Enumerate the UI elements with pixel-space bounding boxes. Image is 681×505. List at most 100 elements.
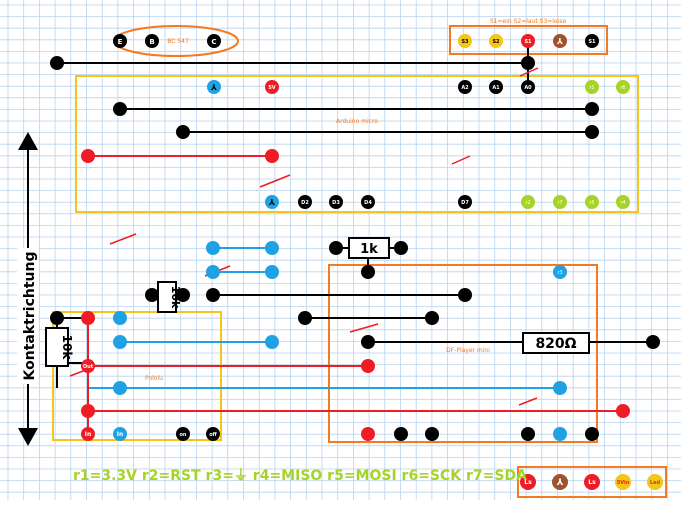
- pad: [647, 474, 663, 490]
- pin-label: D2: [301, 200, 309, 206]
- pin-label: D4: [364, 200, 372, 206]
- pin-label: Ls: [588, 479, 596, 486]
- arduino-title: Arduino micro: [336, 118, 378, 125]
- pad: [394, 241, 408, 255]
- pad: [615, 474, 631, 490]
- pin-label: r6: [620, 85, 625, 91]
- pin-label: 5V: [268, 85, 275, 91]
- pad: [50, 311, 64, 325]
- track-cut: [109, 233, 137, 245]
- pin-label: In: [117, 431, 124, 438]
- resistor-10k-lower: [45, 327, 69, 367]
- switch-legend: S1=ein S2=laut S3=leise: [490, 18, 567, 25]
- pad: [113, 427, 127, 441]
- pad: [145, 288, 159, 302]
- pad: [616, 404, 630, 418]
- pololu-title: Pololu: [145, 375, 163, 382]
- pad: [81, 404, 95, 418]
- pin-label: r1: [589, 85, 594, 91]
- resistor-820: [522, 332, 590, 354]
- pad: [425, 311, 439, 325]
- ground-icon: ⅄: [556, 478, 564, 488]
- pad: [81, 311, 95, 325]
- pad: [585, 427, 599, 441]
- pad: [329, 195, 343, 209]
- pad: [207, 80, 221, 94]
- pad: [265, 241, 279, 255]
- dfplayer-outline: [328, 264, 598, 443]
- ground-icon: ⅄: [210, 83, 217, 92]
- pin-label: B: [149, 38, 154, 46]
- pad: [425, 427, 439, 441]
- speaker-block-outline: [517, 466, 667, 498]
- pad: [113, 381, 127, 395]
- pad: [521, 427, 535, 441]
- ground-icon: ⅄: [556, 37, 563, 46]
- arduino-outline: [75, 75, 639, 213]
- pad: [521, 80, 535, 94]
- pad: [489, 80, 503, 94]
- pin-label: 5Vin: [617, 480, 630, 486]
- pad: [553, 265, 567, 279]
- pad: [361, 359, 375, 373]
- direction-arrow-down-icon: [18, 428, 38, 446]
- pin-label: D3: [332, 200, 340, 206]
- pad: [616, 80, 630, 94]
- pin-label: A2: [461, 85, 469, 91]
- pad: [458, 288, 472, 302]
- pad: [265, 80, 279, 94]
- pin-label: S3: [461, 39, 469, 45]
- pad: [206, 288, 220, 302]
- pin-legend: r1=3.3V r2=RST r3=⏚ r4=MISO r5=MOSI r6=S…: [73, 468, 527, 484]
- direction-label: Kontaktrichtung: [22, 252, 38, 381]
- pad: [81, 149, 95, 163]
- pad: [585, 195, 599, 209]
- pin-label: Ls: [524, 479, 532, 486]
- pin-label: D7: [461, 200, 469, 206]
- track-cut: [519, 67, 539, 77]
- pad: [265, 335, 279, 349]
- pin-label: off: [209, 432, 217, 438]
- pin-label: E: [118, 38, 123, 46]
- pad: [585, 125, 599, 139]
- transistor-label: BC 547: [167, 38, 189, 45]
- pad: [646, 335, 660, 349]
- pin-label: S1: [524, 39, 532, 45]
- pad: [585, 80, 599, 94]
- pin-label: A1: [492, 85, 500, 91]
- pad: [50, 56, 64, 70]
- pad: [521, 56, 535, 70]
- dfplayer-title: DF-Player mini: [446, 347, 490, 354]
- pad: [585, 102, 599, 116]
- pad: [616, 195, 630, 209]
- pin-label: Led: [650, 480, 661, 486]
- pad: [265, 265, 279, 279]
- pin-label: r5: [589, 200, 594, 206]
- pin-label: on: [180, 432, 187, 438]
- pin-label: C: [211, 38, 216, 46]
- track-cut: [451, 155, 471, 165]
- pad: [113, 102, 127, 116]
- resistors: 1k 10k 10k 820Ω: [45, 237, 590, 367]
- pad: [265, 149, 279, 163]
- pad: [521, 195, 535, 209]
- pad: [394, 427, 408, 441]
- pad: [298, 311, 312, 325]
- resistor-1k-label: 1k: [360, 242, 378, 257]
- pad: [113, 311, 127, 325]
- resistor-820-label: 820Ω: [535, 336, 576, 352]
- pin-label: r2: [525, 200, 530, 206]
- resistor-1k: [348, 237, 390, 259]
- pin-label: A0: [524, 85, 532, 91]
- direction-indicator: Kontaktrichtung: [17, 132, 39, 446]
- pad: [176, 427, 190, 441]
- pad: [552, 474, 568, 490]
- pad: [520, 474, 536, 490]
- pad: [458, 34, 472, 48]
- pin-label: r7: [557, 200, 562, 206]
- pad: [81, 427, 95, 441]
- direction-arrow-up-icon: [18, 132, 38, 150]
- pad: [113, 335, 127, 349]
